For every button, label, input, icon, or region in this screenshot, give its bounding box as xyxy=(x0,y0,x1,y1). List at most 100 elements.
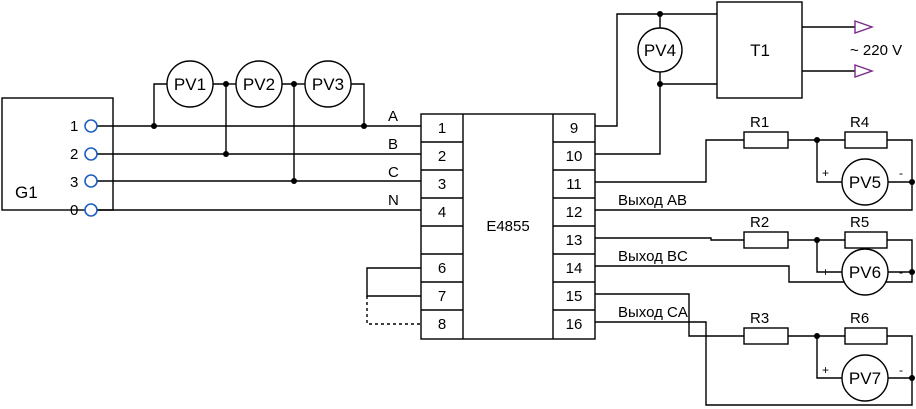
pv7-plus-lead xyxy=(816,336,842,379)
resistor-r4 xyxy=(844,131,888,149)
pv1-right-lead xyxy=(213,83,227,154)
generator-terminal-3 xyxy=(84,174,98,188)
pv1-left-lead xyxy=(153,83,167,126)
mains-voltage-label: ~ 220 V xyxy=(850,42,902,59)
pv6-plus-lead xyxy=(816,240,842,273)
phase-label-a: A xyxy=(388,108,398,125)
pin-4-label: 4 xyxy=(438,204,446,221)
pv5-plus-sign: + xyxy=(822,166,829,180)
supply-wire-10 xyxy=(595,83,717,155)
junction-dot xyxy=(223,81,229,87)
transformer-label: T1 xyxy=(750,41,770,60)
pin-12-label: 12 xyxy=(566,204,583,221)
pv1-label: PV1 xyxy=(174,75,206,94)
pv5-minus-sign: - xyxy=(899,166,903,180)
generator-terminal-3-label: 3 xyxy=(70,174,78,191)
transducer-label: E4855 xyxy=(486,218,529,235)
junction-dot xyxy=(814,237,820,243)
junction-dot xyxy=(814,333,820,339)
voltmeter-pv2 xyxy=(235,60,283,108)
junction-dot xyxy=(361,123,367,129)
voltmeter-pv4 xyxy=(637,27,683,73)
phase-label-c: C xyxy=(388,164,399,181)
voltmeter-pv1 xyxy=(166,60,214,108)
junction-dot xyxy=(909,179,915,185)
pv7-minus-sign: - xyxy=(899,363,903,377)
pv2-right-lead xyxy=(282,83,295,181)
pv4-label: PV4 xyxy=(644,41,676,60)
r1-label: R1 xyxy=(750,114,769,131)
pin-14-label: 14 xyxy=(566,260,583,277)
pin-10-label: 10 xyxy=(566,148,583,165)
out-ca-wire-15 xyxy=(595,293,744,337)
junction-dot xyxy=(291,178,297,184)
out-bc-wire-13 xyxy=(595,237,744,241)
voltmeter-pv7 xyxy=(841,354,889,402)
junction-dot xyxy=(909,375,915,381)
pv3-right-lead xyxy=(351,83,365,126)
jumper-7-8-optional xyxy=(366,296,421,325)
generator-terminal-1-label: 1 xyxy=(70,118,78,135)
resistor-r6 xyxy=(844,327,888,345)
pin-3-label: 3 xyxy=(438,176,446,193)
pv6-label: PV6 xyxy=(849,263,881,282)
mains-arrow-upper-icon xyxy=(854,20,875,34)
r4-label: R4 xyxy=(850,114,869,131)
out-ca-wire-16 xyxy=(595,321,913,406)
pv3-label: PV3 xyxy=(312,75,344,94)
generator-label: G1 xyxy=(15,183,38,202)
phase-label-n: N xyxy=(388,192,399,209)
out-ab-wire-12 xyxy=(595,139,913,211)
pin-13-label: 13 xyxy=(566,232,583,249)
pv6-plus-sign: + xyxy=(822,265,829,279)
pv7-label: PV7 xyxy=(849,369,881,388)
pin-9-label: 9 xyxy=(570,120,578,137)
pv5-plus-lead xyxy=(816,140,842,183)
r2-label: R2 xyxy=(750,214,769,231)
junction-dot xyxy=(657,81,663,87)
out-ab-wire-11 xyxy=(595,139,744,183)
pin-2-label: 2 xyxy=(438,148,446,165)
resistor-r3 xyxy=(743,327,789,345)
generator-terminal-2-label: 2 xyxy=(70,146,78,163)
junction-dot xyxy=(223,151,229,157)
output-ca-label: Выход CA xyxy=(618,304,688,321)
voltmeter-pv3 xyxy=(304,60,352,108)
junction-dot xyxy=(909,269,915,275)
junction-dot xyxy=(291,81,297,87)
mains-arrow-lower-icon xyxy=(854,64,875,78)
pin-7-label: 7 xyxy=(438,288,446,305)
junction-dot xyxy=(657,11,663,17)
r3-label: R3 xyxy=(750,310,769,327)
pv6-minus-sign: - xyxy=(899,265,903,279)
resistor-r1 xyxy=(743,131,789,149)
generator-terminal-1 xyxy=(84,119,98,133)
pv7-plus-sign: + xyxy=(822,363,829,377)
pin-8-label: 8 xyxy=(438,316,446,333)
generator-terminal-2 xyxy=(84,147,98,161)
pin-16-label: 16 xyxy=(566,316,583,333)
junction-dot xyxy=(814,137,820,143)
pin-6-label: 6 xyxy=(438,260,446,277)
resistor-r5 xyxy=(844,231,888,249)
generator-terminal-0 xyxy=(84,203,98,217)
generator-terminal-0-label: 0 xyxy=(70,202,78,219)
r6-label: R6 xyxy=(850,310,869,327)
jumper-6-7 xyxy=(366,267,421,297)
pv2-label: PV2 xyxy=(243,75,275,94)
pin-1-label: 1 xyxy=(438,120,446,137)
supply-wire-9 xyxy=(595,13,717,127)
pin-11-label: 11 xyxy=(566,176,582,193)
resistor-r2 xyxy=(743,231,789,249)
transformer-t1 xyxy=(716,1,803,99)
pin-15-label: 15 xyxy=(566,288,583,305)
output-ab-label: Выход AB xyxy=(618,192,687,209)
r5-label: R5 xyxy=(850,214,869,231)
voltmeter-pv5 xyxy=(841,158,889,206)
pv5-label: PV5 xyxy=(849,173,881,192)
output-bc-label: Выход BC xyxy=(618,248,688,265)
transducer-pin-dividers xyxy=(421,141,595,311)
voltmeter-pv6 xyxy=(841,248,889,296)
junction-dot xyxy=(151,123,157,129)
